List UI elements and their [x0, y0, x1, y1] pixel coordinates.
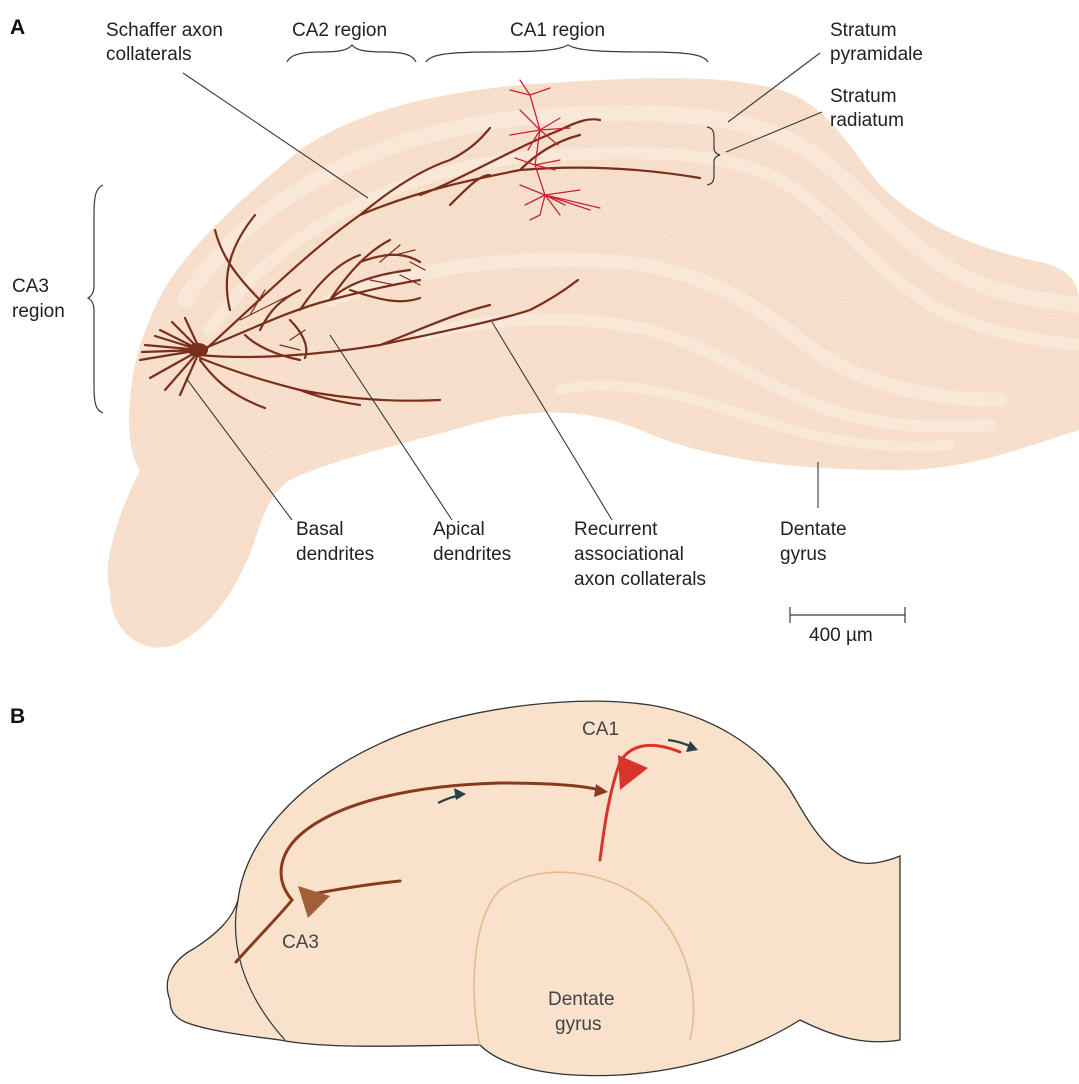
schaffer-label: Schaffer axon collaterals — [106, 20, 228, 65]
ca1-bracket — [426, 45, 708, 62]
ca3-region-label: CA3 region — [12, 276, 65, 322]
panel-b: B CA1 CA3 Dentate gyrus — [10, 701, 900, 1075]
apical-dendrites-label: Apical dendrites — [433, 519, 511, 565]
ca2-bracket — [287, 45, 416, 62]
recurrent-collaterals-label: Recurrent associational axon collaterals — [574, 519, 706, 590]
basal-dendrites-label: Basal dendrites — [296, 519, 374, 565]
ca3-bracket — [88, 185, 103, 413]
scale-label: 400 µm — [809, 625, 873, 646]
ca3-label-b: CA3 — [282, 932, 319, 953]
stratum-pyramidale-label: Stratum pyramidale — [830, 20, 923, 65]
ca1-region-label: CA1 region — [510, 20, 605, 41]
panel-a: A — [10, 16, 1079, 648]
panel-a-letter: A — [10, 16, 25, 39]
panel-b-letter: B — [10, 705, 25, 728]
stratum-radiatum-label: Stratum radiatum — [830, 86, 904, 131]
ca2-region-label: CA2 region — [292, 20, 387, 41]
ca1-label-b: CA1 — [582, 719, 619, 740]
hippocampus-outline-b — [167, 701, 900, 1075]
dentate-gyrus-label-a: Dentate gyrus — [780, 519, 852, 565]
scale-bar: 400 µm — [790, 607, 905, 646]
